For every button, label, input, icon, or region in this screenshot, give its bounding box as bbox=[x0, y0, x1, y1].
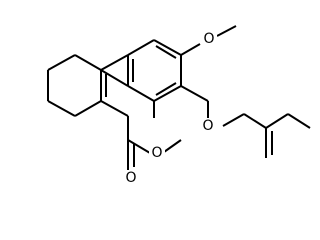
molecule-canvas: O O O O bbox=[47, 25, 311, 186]
bond bbox=[153, 39, 182, 56]
bond bbox=[100, 54, 129, 71]
carbonyl-group bbox=[127, 140, 135, 170]
bond bbox=[180, 85, 209, 102]
bond bbox=[74, 54, 102, 71]
ether-oxygen-label: O bbox=[202, 118, 213, 134]
cyclohexane-ring bbox=[47, 54, 102, 117]
bond bbox=[180, 43, 201, 56]
label-mask bbox=[201, 31, 217, 47]
bond bbox=[100, 69, 129, 87]
bond bbox=[222, 113, 245, 127]
bond bbox=[216, 25, 237, 37]
atom-labels: O O O O bbox=[123, 31, 217, 186]
bond bbox=[287, 113, 311, 129]
bond bbox=[127, 85, 155, 102]
methoxy-group bbox=[180, 25, 237, 56]
bond bbox=[243, 113, 267, 129]
bond bbox=[265, 113, 289, 129]
label-mask bbox=[149, 145, 165, 161]
ring-oxygen-label: O bbox=[151, 145, 162, 161]
bond bbox=[47, 100, 76, 117]
methoxy-oxygen-label: O bbox=[203, 31, 214, 47]
label-mask bbox=[200, 118, 216, 134]
bond bbox=[153, 85, 182, 102]
carbonyl-oxygen-label: O bbox=[125, 170, 136, 186]
benzene-ring bbox=[100, 39, 182, 102]
lactone-ring-connections bbox=[153, 85, 209, 118]
bond bbox=[74, 100, 102, 117]
methallyl-group bbox=[222, 113, 311, 158]
molecule-diagram: O O O O bbox=[47, 25, 311, 186]
bond bbox=[100, 100, 129, 117]
lactone-ring bbox=[100, 54, 182, 154]
bond bbox=[47, 54, 76, 71]
double-bond-inner bbox=[155, 45, 177, 59]
label-mask bbox=[123, 170, 139, 186]
bond bbox=[163, 139, 182, 153]
bond bbox=[127, 39, 155, 56]
double-bond-inner bbox=[155, 82, 177, 96]
bond bbox=[127, 139, 151, 154]
